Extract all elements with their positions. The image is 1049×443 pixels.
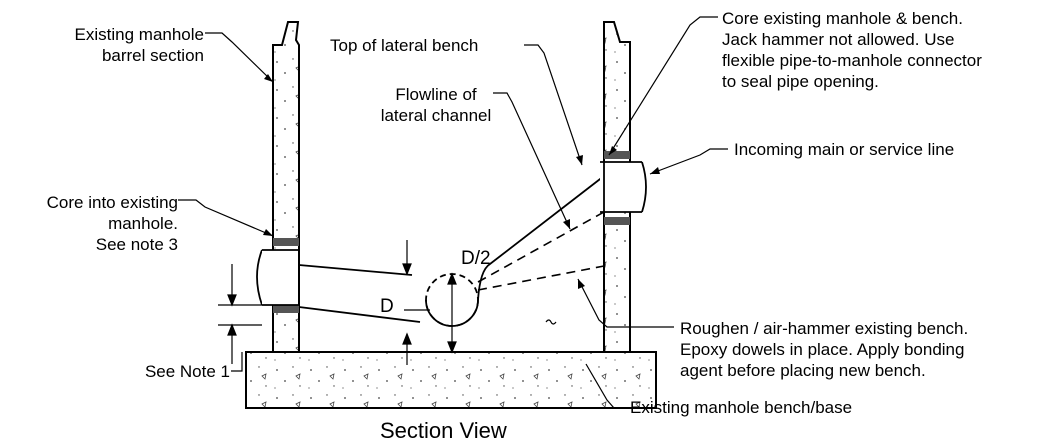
bench-mark [545,319,557,325]
label-incoming-line: Incoming main or service line [734,140,955,159]
section-title: Section View [380,418,507,443]
label-roughen: Roughen / air-hammer existing bench. Epo… [680,319,969,380]
right-wall-gasket-top [604,151,630,159]
left-lateral-pipe [256,249,421,323]
existing-bench-dashed [477,265,605,291]
lateral-bench-surface [477,175,605,301]
label-barrel: Existing manhole barrel section [74,25,204,65]
label-core-existing-bench: Core existing manhole & bench. Jack hamm… [722,9,982,91]
dim-d [402,240,430,365]
label-core-into: Core into existing manhole. See note 3 [46,193,178,254]
leaders [178,16,728,409]
incoming-pipe [600,161,647,213]
right-wall-gasket-bottom [604,217,630,225]
flowline-dashed [477,211,605,283]
dim-d2 [440,272,464,354]
manhole-base-slab [245,351,657,409]
dim-label-d2: D/2 [461,248,491,269]
label-see-note-1: See Note 1 [144,362,230,381]
left-wall-gasket-bottom [273,305,299,313]
label-flowline: Flowline of lateral channel [380,85,492,125]
dim-label-d: D [380,296,394,317]
dim-note-1 [218,264,262,364]
label-bench-base: Existing manhole bench/base [630,398,853,417]
left-wall-gasket-top [273,238,299,246]
label-top-lateral-bench: Top of lateral bench [330,36,479,55]
